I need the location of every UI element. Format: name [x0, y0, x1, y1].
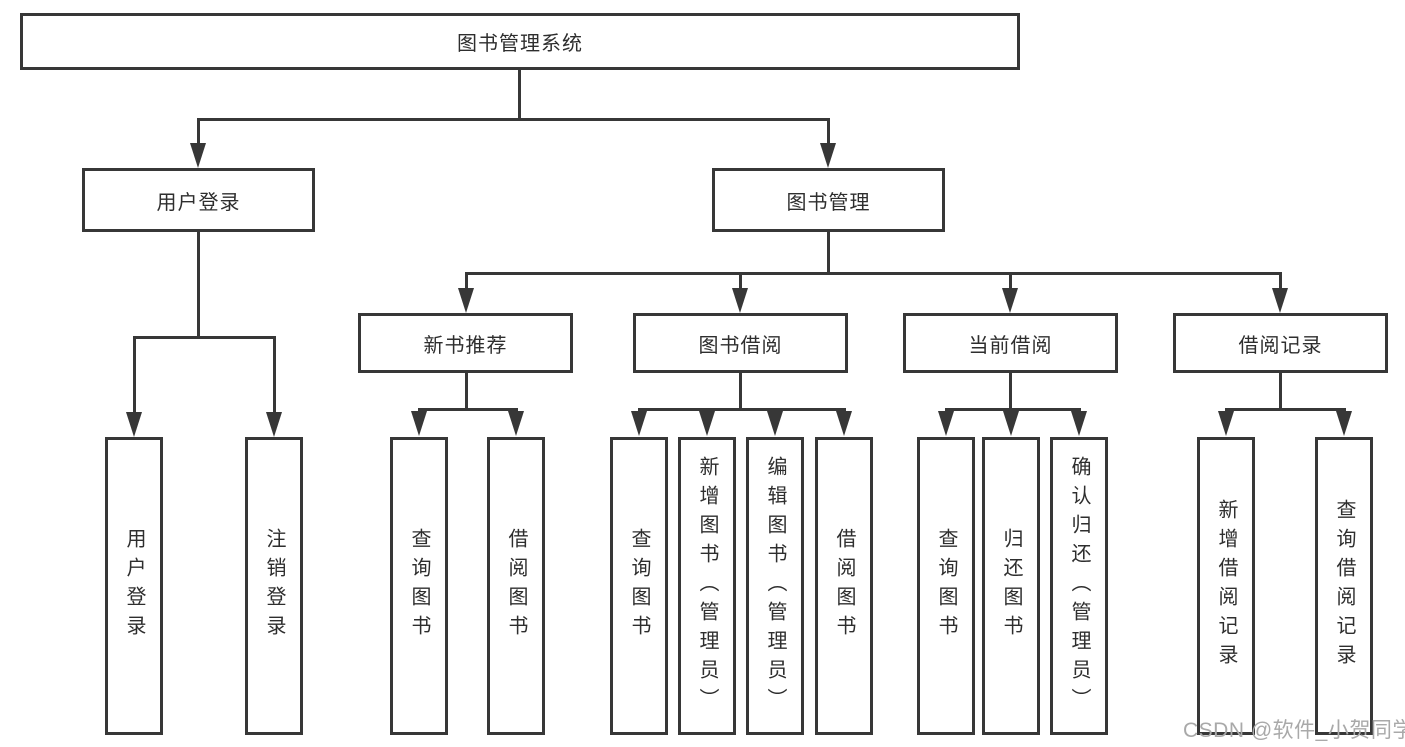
connector-root-rail	[197, 118, 830, 121]
arrowhead-down-icon	[266, 412, 282, 437]
leaf-confirm-return-admin: 确认归还（管理员）	[1050, 437, 1108, 735]
connector-module-rail	[1225, 408, 1346, 411]
connector-root-stem	[518, 70, 521, 118]
arrowhead-down-icon	[1218, 411, 1234, 436]
connector-module-rail	[638, 408, 846, 411]
arrowhead-down-icon	[190, 143, 206, 168]
arrowhead-down-icon	[1071, 411, 1087, 436]
leaf-query-book-borrow: 查询图书	[610, 437, 668, 735]
node-current-borrow-label: 当前借阅	[968, 334, 1053, 357]
connector-book-management-stem	[827, 232, 830, 274]
node-book-borrow: 图书借阅	[633, 313, 848, 373]
connector-book-management-rail	[465, 272, 1282, 275]
arrowhead-down-icon	[458, 288, 474, 313]
leaf-query-book-current-label: 查询图书	[935, 528, 957, 644]
leaf-borrow-book: 借阅图书	[815, 437, 873, 735]
node-borrow-record-label: 借阅记录	[1238, 334, 1323, 357]
connector-drop-module	[1009, 272, 1012, 290]
csdn-watermark: CSDN @软件_小贺同学	[1183, 719, 1405, 742]
leaf-user-login-label: 用户登录	[123, 528, 145, 644]
leaf-logout: 注销登录	[245, 437, 303, 735]
connector-drop-module	[1279, 272, 1282, 290]
node-root: 图书管理系统	[20, 13, 1020, 70]
connector-module-rail	[418, 408, 518, 411]
node-root-label: 图书管理系统	[457, 33, 583, 55]
connector-module-rail	[945, 408, 1081, 411]
arrowhead-down-icon	[938, 411, 954, 436]
arrowhead-down-icon	[631, 411, 647, 436]
connector-user-login-stem	[197, 232, 200, 338]
arrowhead-down-icon	[1336, 411, 1352, 436]
connector-drop-user-login	[197, 118, 200, 146]
connector-module-stem	[465, 373, 468, 411]
connector-drop-module	[465, 272, 468, 290]
leaf-user-login: 用户登录	[105, 437, 163, 735]
connector-module-stem	[1279, 373, 1282, 411]
node-user-login: 用户登录	[82, 168, 315, 232]
leaf-return-book: 归还图书	[982, 437, 1040, 735]
leaf-query-borrow-record-label: 查询借阅记录	[1333, 499, 1355, 673]
leaf-add-book-admin-label: 新增图书（管理员）	[696, 455, 718, 717]
leaf-query-book-recommend: 查询图书	[390, 437, 448, 735]
leaf-query-book-recommend-label: 查询图书	[408, 528, 430, 644]
connector-module-stem	[739, 373, 742, 411]
node-borrow-record: 借阅记录	[1173, 313, 1388, 373]
leaf-edit-book-admin-label: 编辑图书（管理员）	[764, 455, 786, 717]
connector-drop-module	[739, 272, 742, 290]
leaf-borrow-book-recommend: 借阅图书	[487, 437, 545, 735]
arrowhead-down-icon	[1272, 288, 1288, 313]
leaf-add-borrow-record-label: 新增借阅记录	[1215, 499, 1237, 673]
node-book-management: 图书管理	[712, 168, 945, 232]
node-current-borrow: 当前借阅	[903, 313, 1118, 373]
node-new-book-recommend-label: 新书推荐	[423, 334, 508, 357]
arrowhead-down-icon	[126, 412, 142, 437]
leaf-logout-label: 注销登录	[263, 528, 285, 644]
leaf-query-book-current: 查询图书	[917, 437, 975, 735]
node-book-management-label: 图书管理	[786, 191, 871, 214]
connector-drop-book-management	[827, 118, 830, 146]
leaf-query-book-borrow-label: 查询图书	[628, 528, 650, 644]
connector-user-login-rail	[133, 336, 276, 339]
arrowhead-down-icon	[820, 143, 836, 168]
connector-drop-leaf	[133, 336, 136, 414]
arrowhead-down-icon	[836, 411, 852, 436]
node-user-login-label: 用户登录	[156, 191, 241, 214]
node-new-book-recommend: 新书推荐	[358, 313, 573, 373]
arrowhead-down-icon	[1002, 288, 1018, 313]
node-book-borrow-label: 图书借阅	[698, 334, 783, 357]
arrowhead-down-icon	[767, 411, 783, 436]
leaf-return-book-label: 归还图书	[1000, 528, 1022, 644]
leaf-borrow-book-recommend-label: 借阅图书	[505, 528, 527, 644]
arrowhead-down-icon	[411, 411, 427, 436]
leaf-borrow-book-label: 借阅图书	[833, 528, 855, 644]
leaf-add-borrow-record: 新增借阅记录	[1197, 437, 1255, 735]
connector-drop-leaf	[273, 336, 276, 414]
arrowhead-down-icon	[732, 288, 748, 313]
arrowhead-down-icon	[508, 411, 524, 436]
leaf-add-book-admin: 新增图书（管理员）	[678, 437, 736, 735]
arrowhead-down-icon	[699, 411, 715, 436]
leaf-confirm-return-admin-label: 确认归还（管理员）	[1068, 455, 1090, 717]
connector-module-stem	[1009, 373, 1012, 411]
leaf-edit-book-admin: 编辑图书（管理员）	[746, 437, 804, 735]
arrowhead-down-icon	[1003, 411, 1019, 436]
leaf-query-borrow-record: 查询借阅记录	[1315, 437, 1373, 735]
